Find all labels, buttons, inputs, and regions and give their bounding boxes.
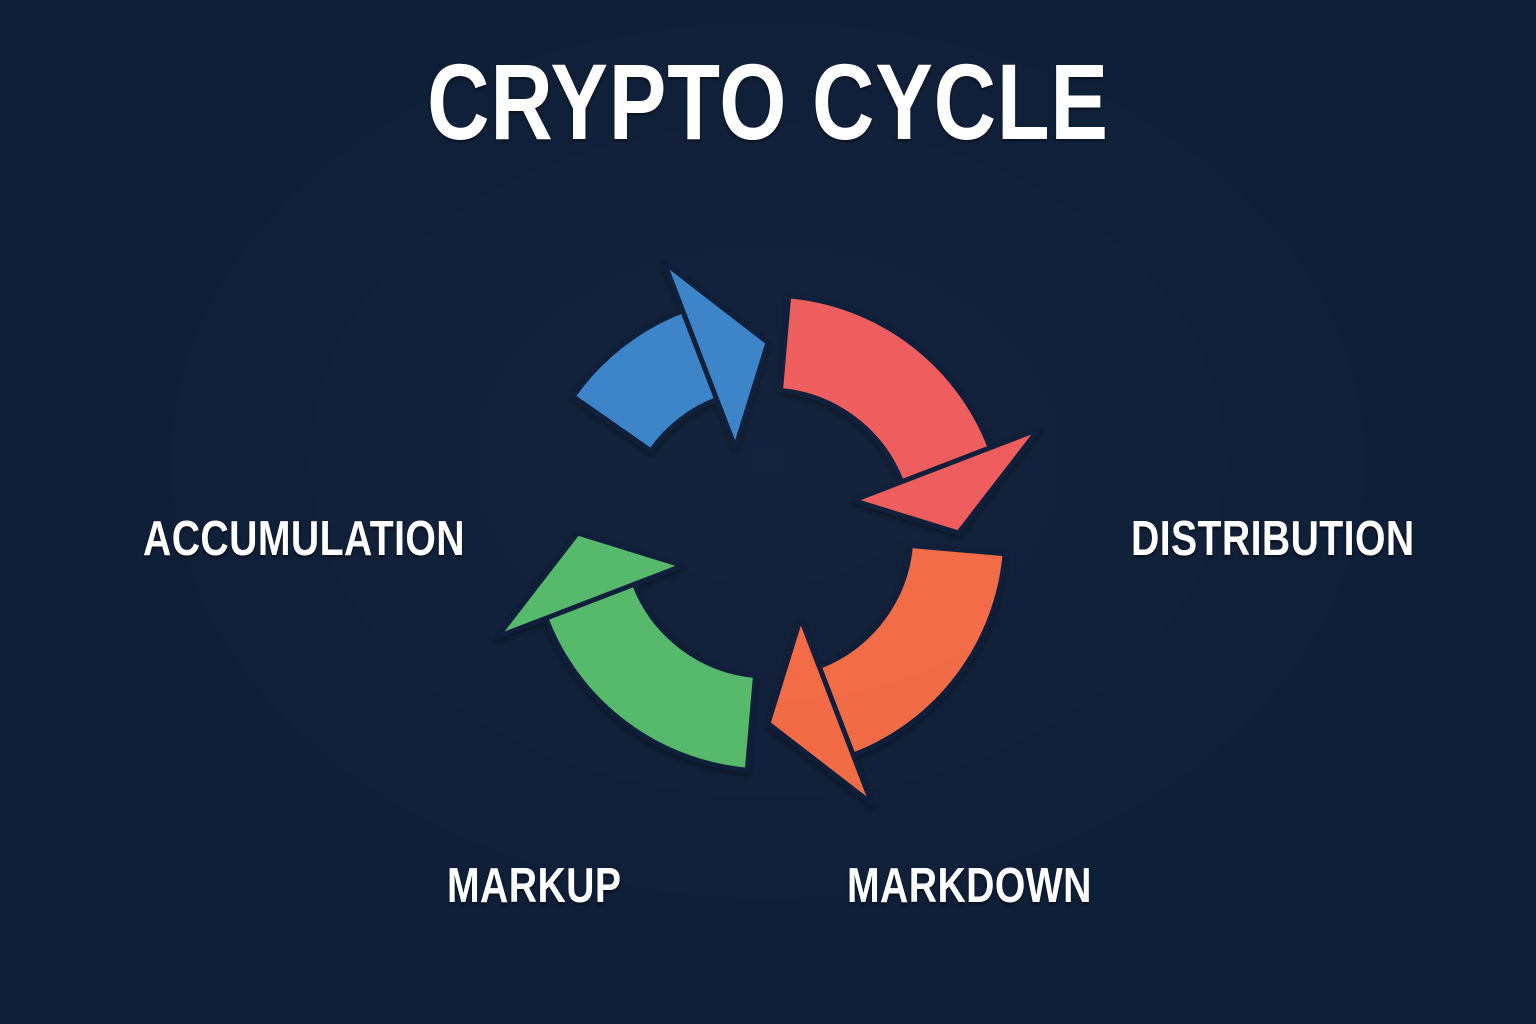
arrow-head-markup [661, 259, 771, 451]
stage-label-accumulation: ACCUMULATION [143, 512, 465, 566]
arrow-head-distribution [850, 426, 1042, 536]
stage-label-markup: MARKUP [447, 859, 622, 913]
page-title: CRYPTO CYCLE [427, 41, 1109, 162]
arrow-head-accumulation [494, 530, 686, 640]
arrow-head-markdown [765, 615, 875, 807]
stage-label-markdown: MARKDOWN [847, 859, 1092, 913]
stage-label-distribution: DISTRIBUTION [1131, 512, 1415, 566]
